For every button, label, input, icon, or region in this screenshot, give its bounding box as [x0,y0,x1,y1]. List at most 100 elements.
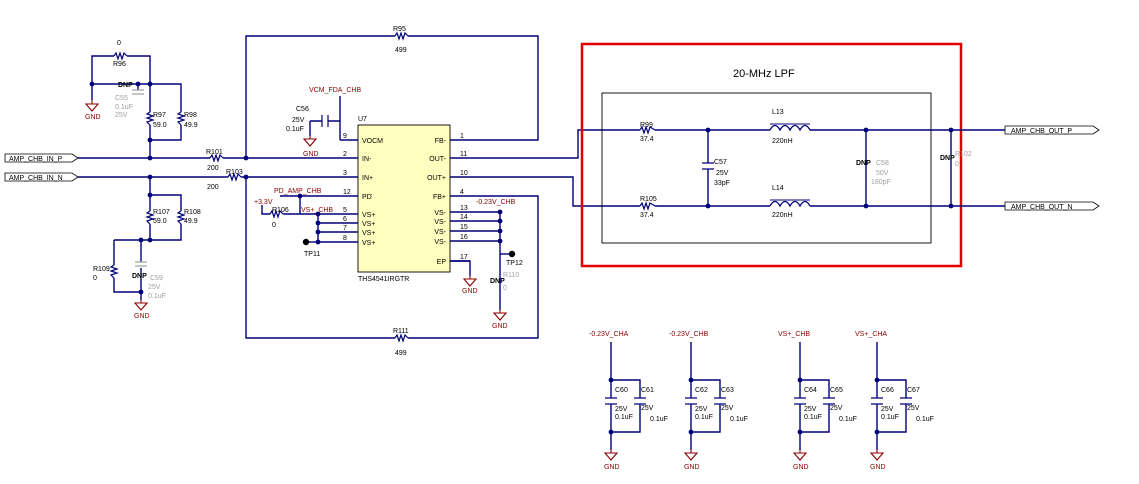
r99-ref: R99 [640,122,653,129]
gnd-label: GND [793,464,809,471]
tp11-label: TP11 [304,251,320,258]
r109-value: 0 [93,275,97,282]
gnd-label-r110: GND [492,323,508,330]
c56-value: 0.1uF [286,126,304,133]
ground-symbol [683,450,699,461]
r98-value: 49.9 [184,122,198,129]
capacitor-c64 [794,397,806,405]
capacitor-c63 [714,397,726,405]
gnd-label: GND [604,464,620,471]
r102-value: 0 [955,161,959,168]
resistor-r99 [639,125,656,135]
c55-value: 0.1uF [115,104,133,111]
ic-pin-name: OUT- [429,156,446,163]
port-amp-chb-in-n[interactable]: AMP_CHB_IN_N [4,172,79,182]
gnd-label-c56: GND [303,151,319,158]
capacitor-c56 [321,115,329,127]
resistor-r97 [145,111,155,126]
ic-pin-number: 13 [460,205,468,212]
ic-pin-left-7: 8VS+ [343,235,375,247]
c63-volt: 25V [721,405,734,412]
l14-value: 220nH [772,212,793,219]
inductor-l14 [769,199,811,208]
port-amp-chb-out-p[interactable]: AMP_CHB_OUT_P [1004,125,1100,135]
c67-ref: C67 [907,387,920,394]
c59-volt: 25V [148,284,161,291]
net-vs-plus-chb-ic: VS+_CHB [301,207,333,214]
c58-volt: 50V [876,170,889,177]
ic-pin-left-1: 2IN- [343,151,372,163]
c63-ref: C63 [721,387,734,394]
ic-pin-right-2: OUT+ 10 [427,170,470,182]
r109-ref: R109 [93,266,110,273]
ic-pin-right-5: VS-14 [434,214,470,226]
ic-pin-name: VS+ [362,240,375,247]
r95-ref: R95 [393,26,406,33]
ic-pin-name: FB+ [433,194,446,201]
ic-pin-name: FB- [435,138,447,145]
r101-ref: R101 [206,149,223,156]
c55-volt: 25V [115,112,128,119]
c61-value: 0.1uF [650,416,668,423]
decoupling-net-label: -0.23V_CHB [669,331,709,338]
ground-symbol-ep [462,276,478,287]
ic-pin-number: 7 [343,225,347,232]
capacitor-c65 [823,397,835,405]
capacitor-c66 [871,397,883,405]
capacitor-c67 [900,397,912,405]
c58-value: 180pF [871,179,891,186]
dnp-label-top: DNP [118,82,133,89]
ic-pin-left-2: 3IN+ [343,170,373,182]
net-pd-amp-chb: PD_AMP_CHB [274,188,322,195]
c60-value: 0.1uF [615,414,633,421]
ic-pin-number: 3 [343,170,347,177]
resistor-r96 [113,51,128,61]
c65-ref: C65 [830,387,843,394]
c55-ref: C55 [115,95,128,102]
net-vcm-fda-chb: VCM_FDA_CHB [309,87,361,94]
ic-pin-number: 8 [343,235,347,242]
port-out-n-label: AMP_CHB_OUT_N [1011,204,1072,211]
resistor-r109 [109,264,119,279]
r97-ref: R97 [153,112,166,119]
lpf-highlight-box [580,42,963,268]
c64-ref: C64 [804,387,817,394]
ic-pin-right-6: VS-15 [434,224,470,236]
c63-value: 0.1uF [730,416,748,423]
ic-pin-name: PD [362,194,372,201]
c67-value: 0.1uF [916,416,934,423]
ic-pin-name: OUT+ [427,175,446,182]
ic-ref: U7 [358,116,367,123]
gnd-label: GND [684,464,700,471]
resistor-r103 [227,172,242,182]
resistor-r105 [639,201,656,211]
r96-ref: R96 [113,61,126,68]
r106-ref: R106 [272,207,289,214]
c65-value: 0.1uF [839,416,857,423]
ic-pin-left-5: 6VS+ [343,216,375,228]
ic-pin-right-3: FB+4 [433,189,470,201]
ic-pin-number: 17 [460,254,468,261]
ground-symbol-r96 [84,100,100,112]
ic-pin-right-1: OUT-11 [429,151,470,163]
c56-volt: 25V [292,117,305,124]
ic-pin-number: 10 [460,170,468,177]
dnp-label-c58: DNP [856,160,871,167]
port-amp-chb-in-p[interactable]: AMP_CHB_IN_P [4,153,79,163]
ic-pin-left-6: 7VS+ [343,225,375,237]
c67-volt: 25V [907,405,920,412]
c66-value: 0.1uF [881,414,899,421]
r110-ref: R110 [503,272,519,279]
ic-pin-number: 15 [460,224,468,231]
dnp-label-r110: DNP [490,278,505,285]
ic-pin-number: 2 [343,151,347,158]
c58-ref: C58 [876,160,889,167]
resistor-r107 [145,210,155,225]
port-amp-chb-out-n[interactable]: AMP_CHB_OUT_N [1004,201,1100,211]
ground-symbol [792,450,808,461]
c61-ref: C61 [641,387,654,394]
